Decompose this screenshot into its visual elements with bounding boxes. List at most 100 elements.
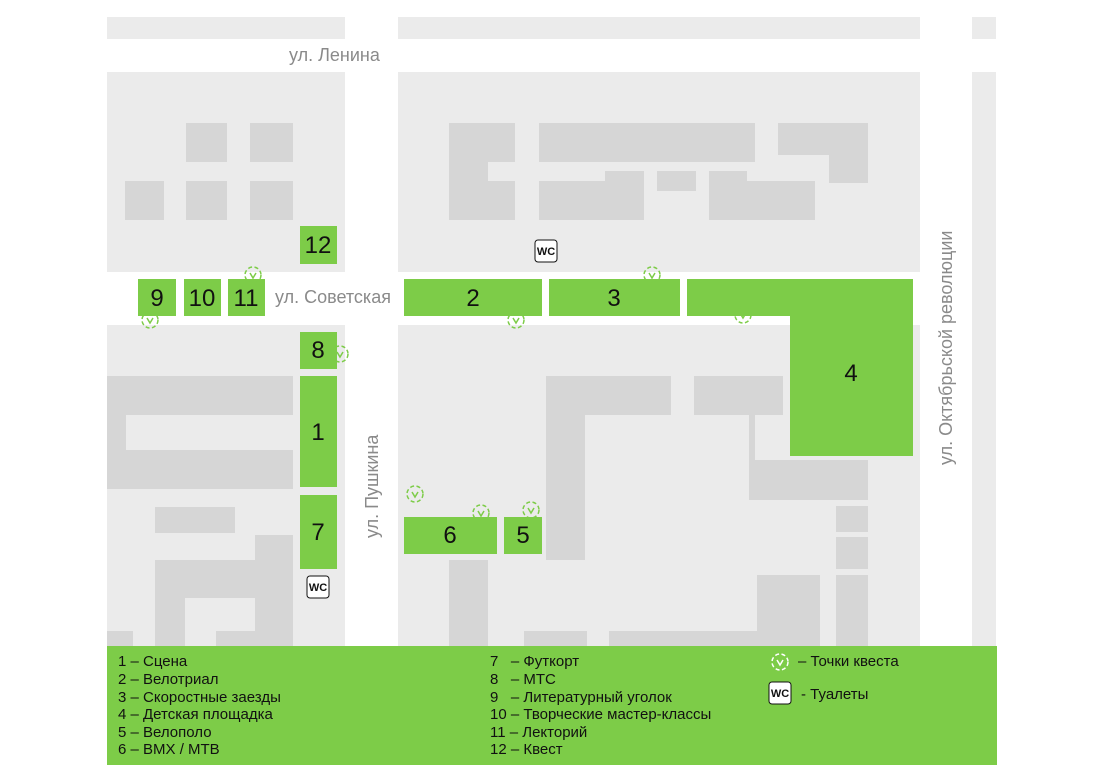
building <box>125 181 164 220</box>
zone-labels: 1 2 3 4 5 6 7 8 9 10 11 12 <box>150 232 857 549</box>
quest-point-icon[interactable] <box>141 311 159 329</box>
quest-point-icon[interactable] <box>244 266 262 284</box>
legend-item-3: 3 – Скоростные заезды <box>118 689 281 706</box>
building <box>609 631 777 646</box>
zone-10-label: 10 <box>189 285 216 312</box>
wc-label: WC <box>537 246 555 258</box>
street-label-pushkina: ул. Пушкина <box>362 434 382 538</box>
wc-label: WC <box>309 582 327 594</box>
legend-column-2: 7 – Футкорт 8 – МТС 9 – Литературный уго… <box>490 653 711 758</box>
street-label-sovetskaya: ул. Советская <box>275 287 391 307</box>
zone-6-area[interactable] <box>404 517 497 554</box>
building <box>539 171 644 220</box>
building <box>539 123 755 162</box>
building <box>657 171 696 191</box>
zone-9-area[interactable] <box>138 279 176 316</box>
building <box>107 631 133 646</box>
building <box>216 631 293 646</box>
building <box>186 123 227 162</box>
legend-item-4: 4 – Детская площадка <box>118 706 273 723</box>
building <box>778 123 868 155</box>
legend-toilet-entry: WC - Туалеты <box>768 681 868 705</box>
zone-4-area[interactable] <box>687 279 913 456</box>
street-label-oktyabrskoy: ул. Октябрьской революции <box>936 231 956 465</box>
building <box>709 171 815 220</box>
zone-6-label: 6 <box>443 522 456 549</box>
building <box>836 537 868 569</box>
quest-point-icon[interactable] <box>507 311 525 329</box>
building <box>250 123 293 162</box>
quest-points <box>141 266 752 522</box>
quest-point-icon[interactable] <box>734 306 752 324</box>
zone-8-area[interactable] <box>300 332 337 369</box>
legend-item-10: 10 – Творческие мастер-классы <box>490 706 711 723</box>
legend-item-1: 1 – Сцена <box>118 653 188 670</box>
legend-item-9: 9 – Литературный уголок <box>490 689 672 706</box>
legend-panel <box>107 646 997 765</box>
zone-11-area[interactable] <box>228 279 265 316</box>
legend-item-7: 7 – Футкорт <box>490 653 579 670</box>
legend-item-2: 2 – Велотриал <box>118 671 219 688</box>
zone-8-label: 8 <box>311 337 324 364</box>
building <box>836 506 868 532</box>
street-label-lenina: ул. Ленина <box>289 45 381 65</box>
block-north-east <box>972 72 996 646</box>
quest-point-icon[interactable] <box>472 504 490 522</box>
legend-item-5: 5 – Велополо <box>118 724 212 741</box>
building <box>829 155 868 183</box>
zone-7-area[interactable] <box>300 495 337 569</box>
zone-3-area[interactable] <box>549 279 680 316</box>
building <box>449 123 515 220</box>
legend-toilet-label: - Туалеты <box>801 686 868 703</box>
zone-12-area[interactable] <box>300 226 337 264</box>
wc-icon: WC <box>768 681 792 705</box>
building <box>186 181 227 220</box>
quest-point-icon[interactable] <box>331 345 349 363</box>
wc-icon <box>534 239 558 263</box>
zone-1-label: 1 <box>311 419 324 446</box>
block-top-middle-strip <box>398 17 920 39</box>
building <box>155 507 235 533</box>
quest-point-icon[interactable] <box>406 485 424 503</box>
zone-5-label: 5 <box>516 522 529 549</box>
building <box>449 598 488 646</box>
zone-10-area[interactable] <box>184 279 221 316</box>
zone-7-label: 7 <box>311 519 324 546</box>
block-top-left-strip <box>107 17 345 39</box>
building <box>449 376 671 598</box>
legend-quest-label: – Точки квеста <box>798 653 899 670</box>
building <box>250 181 293 220</box>
building <box>155 535 293 646</box>
legend-quest-entry: – Точки квеста <box>771 653 899 671</box>
quest-point-icon[interactable] <box>643 266 661 284</box>
zone-3-label: 3 <box>607 285 620 312</box>
block-top-right-strip <box>972 17 996 39</box>
quest-point-icon <box>771 653 789 671</box>
festival-zones <box>138 226 913 569</box>
wc-icon <box>306 575 330 599</box>
quest-point-icon[interactable] <box>522 501 540 519</box>
zone-2-area[interactable] <box>404 279 542 316</box>
buildings <box>107 123 868 646</box>
zone-12-label: 12 <box>305 232 332 259</box>
building <box>524 631 587 646</box>
zone-2-label: 2 <box>466 285 479 312</box>
legend-column-1: 1 – Сцена 2 – Велотриал 3 – Скоростные з… <box>118 653 281 758</box>
zone-11-label: 11 <box>234 285 259 312</box>
zone-4-label: 4 <box>844 360 857 387</box>
wc-marker[interactable]: WC <box>306 575 330 599</box>
zone-1-area[interactable] <box>300 376 337 487</box>
wc-marker[interactable]: WC <box>534 239 558 263</box>
wc-label: WC <box>771 688 789 700</box>
zone-5-area[interactable] <box>504 517 542 554</box>
legend-item-6: 6 – BMX / MTB <box>118 741 220 758</box>
zone-9-label: 9 <box>150 285 163 312</box>
legend-item-12: 12 – Квест <box>490 741 563 758</box>
building <box>107 376 293 415</box>
building <box>836 575 868 646</box>
building <box>107 415 293 489</box>
legend-item-11: 11 – Лекторий <box>490 724 587 741</box>
building <box>694 376 868 500</box>
legend-item-8: 8 – МТС <box>490 671 556 688</box>
